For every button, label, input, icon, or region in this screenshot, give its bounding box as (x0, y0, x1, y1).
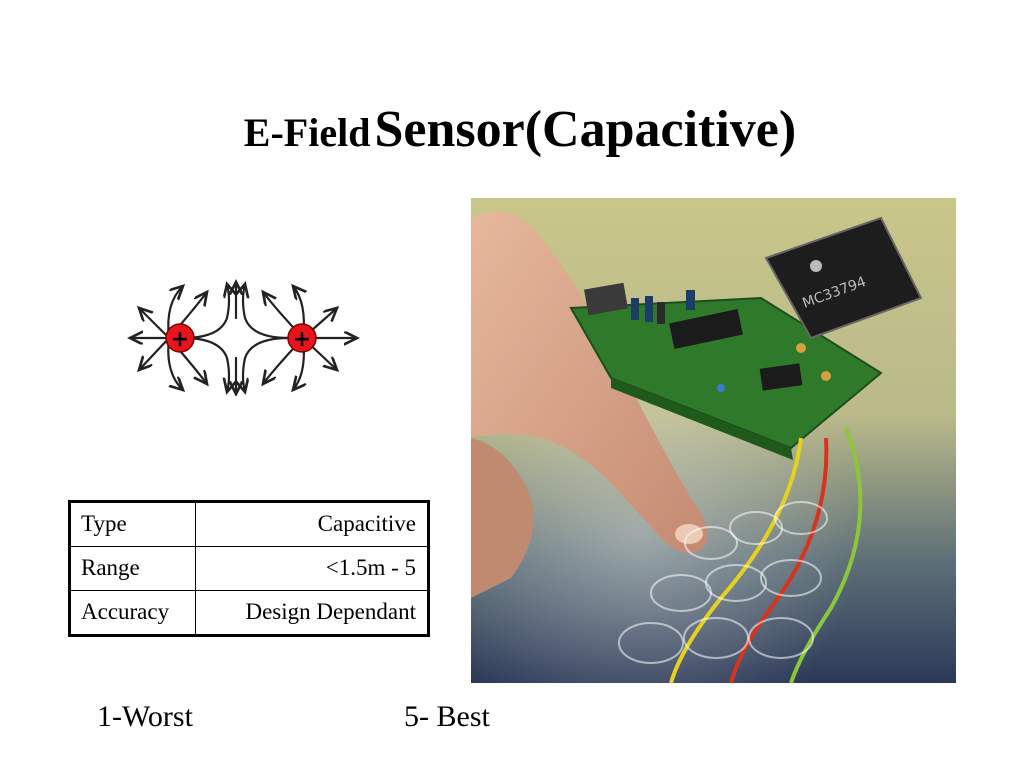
spec-table: Type Capacitive Range <1.5m - 5 Accuracy… (68, 500, 430, 637)
table-row: Accuracy Design Dependant (69, 590, 429, 636)
table-row: Type Capacitive (69, 501, 429, 547)
row-value-range: <1.5m - 5 (195, 546, 429, 591)
legend-best: 5- Best (404, 700, 490, 733)
row-value-type: Capacitive (195, 501, 429, 547)
field-loops (618, 501, 828, 664)
row-label-type: Type (69, 501, 196, 547)
title-sensor-capacitive: Sensor(Capacitive) (374, 101, 797, 158)
capacitive-sensor-photo: MC33794 (471, 198, 956, 683)
row-label-range: Range (69, 546, 196, 591)
slide-title: E-Field Sensor(Capacitive) (0, 100, 1024, 159)
field-lines (130, 282, 357, 394)
circuit-board (569, 282, 883, 460)
mc33794-chip: MC33794 (764, 216, 923, 340)
right-charge: + (287, 323, 317, 353)
row-value-accuracy: Design Dependant (195, 590, 429, 636)
title-efield: E-Field (243, 110, 371, 155)
row-label-accuracy: Accuracy (69, 590, 196, 636)
svg-text:+: + (171, 327, 189, 352)
legend-worst: 1-Worst (97, 700, 193, 733)
sensor-wires (669, 427, 863, 683)
left-charge: + (165, 323, 195, 353)
svg-text:+: + (293, 327, 311, 352)
electric-field-diagram: + + (125, 278, 365, 396)
table-row: Range <1.5m - 5 (69, 546, 429, 591)
